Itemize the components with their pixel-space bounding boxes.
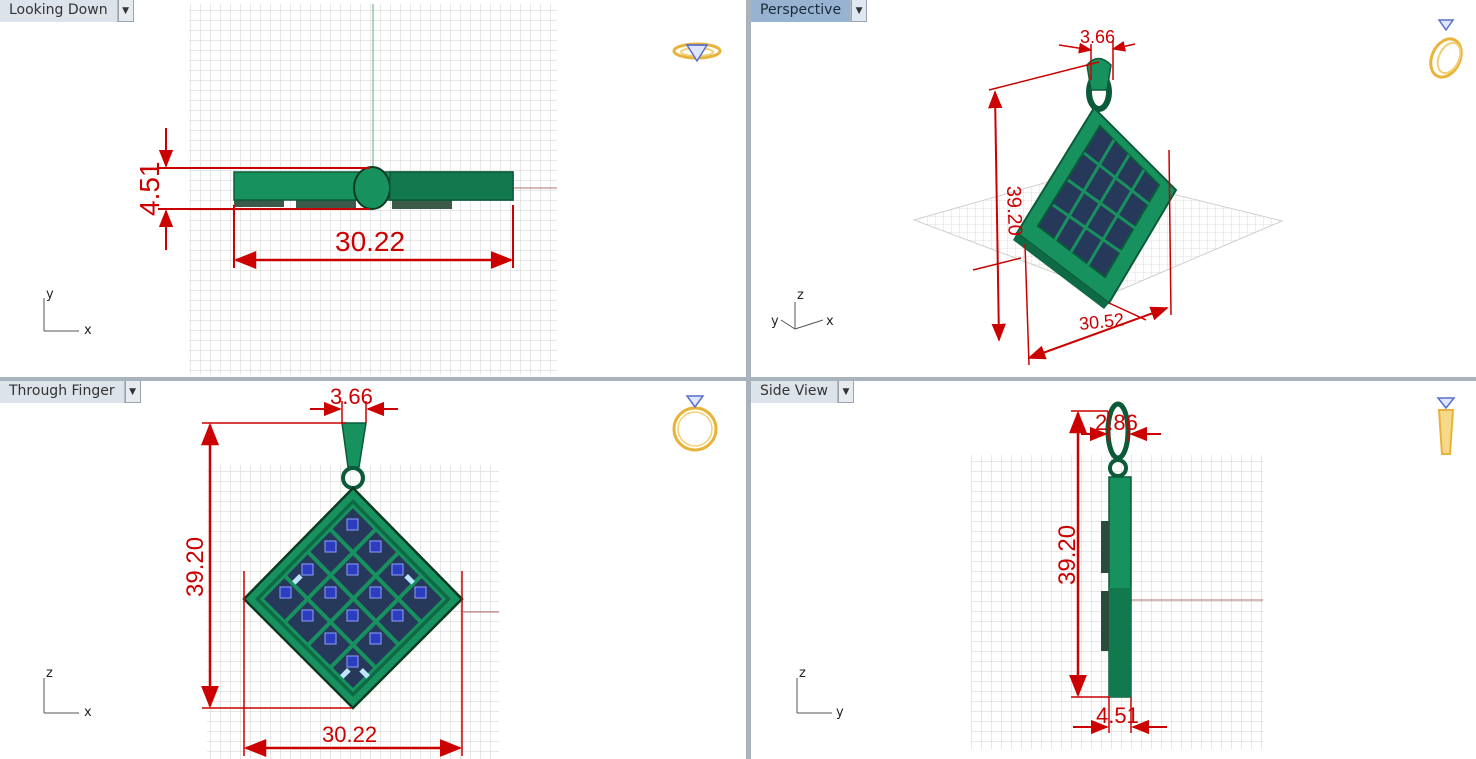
axis-label-horizontal: y — [836, 705, 844, 720]
dimension-width: 30.22 — [233, 205, 514, 269]
ring-perspective-icon[interactable] — [1425, 19, 1467, 82]
axis-indicator: z x y — [771, 288, 834, 330]
dimension-bail: 3.66 — [310, 384, 398, 423]
ring-side-view-icon[interactable] — [1436, 397, 1456, 455]
chevron-down-icon[interactable]: ▼ — [837, 381, 854, 403]
dimension-height: 39.20 — [1054, 410, 1109, 698]
viewport-tab-perspective[interactable]: Perspective ▼ — [751, 0, 868, 22]
viewport-title[interactable]: Looking Down — [0, 0, 118, 22]
viewport-scene: 2.86 39.20 4.51 z y — [796, 397, 1456, 749]
viewport-scene: 3.66 39.20 30.22 z x — [43, 384, 718, 759]
dimension-height: 4.51 — [134, 128, 370, 250]
viewport-title[interactable]: Perspective — [751, 0, 852, 22]
dimension-bail: 3.66 — [1058, 27, 1136, 80]
viewport-tab-looking-down[interactable]: Looking Down ▼ — [0, 0, 134, 22]
axis-label-vertical: y — [46, 287, 54, 302]
dimension-height: 39.20 — [972, 61, 1100, 342]
axis-label-x: x — [826, 314, 834, 329]
viewport-title[interactable]: Through Finger — [0, 381, 125, 403]
pendant-model — [242, 486, 464, 710]
dimension-label-width: 30.22 — [335, 226, 405, 257]
chevron-down-icon[interactable]: ▼ — [124, 381, 141, 403]
axis-label-y: y — [771, 314, 779, 329]
dimension-depth: 4.51 — [1073, 697, 1167, 735]
axis-indicator: y x — [43, 287, 92, 338]
dimension-label-depth: 4.51 — [1096, 703, 1139, 728]
viewport-looking-down[interactable]: Looking Down ▼ 4.51 30.22 — [0, 0, 746, 377]
viewport-title[interactable]: Side View — [751, 381, 838, 403]
dimension-label-bail: 3.66 — [330, 384, 373, 409]
axis-label-z: z — [797, 288, 804, 303]
viewport-scene: 4.51 30.22 y x — [43, 4, 722, 374]
dimension-label-bail: 3.66 — [1080, 27, 1115, 47]
viewport-tab-through-finger[interactable]: Through Finger ▼ — [0, 381, 141, 403]
pendant-model — [233, 166, 514, 210]
pendant-model — [1101, 476, 1132, 698]
axis-indicator: z x — [43, 666, 92, 720]
dimension-label-height: 4.51 — [134, 162, 165, 217]
pendant-model — [1013, 106, 1178, 309]
chevron-down-icon[interactable]: ▼ — [117, 0, 134, 22]
ring-top-view-icon[interactable] — [672, 42, 722, 63]
dimension-width: 30.22 — [243, 571, 463, 757]
viewport-side-view[interactable]: Side View ▼ 2.86 39.20 — [751, 381, 1476, 759]
dimension-label-height: 39.20 — [1054, 525, 1081, 585]
axis-label-horizontal: x — [84, 323, 92, 338]
axis-indicator: z y — [796, 666, 844, 720]
axis-label-vertical: z — [799, 666, 806, 681]
dimension-label-width: 30.22 — [322, 722, 377, 747]
viewport-tab-side-view[interactable]: Side View ▼ — [751, 381, 854, 403]
dimension-label-width: 30.52 — [1078, 309, 1125, 334]
dimension-height: 39.20 — [182, 422, 352, 709]
dimension-label-bail: 2.86 — [1095, 410, 1138, 435]
dimension-label-height: 39.20 — [182, 537, 209, 597]
dimension-bail: 2.86 — [1071, 410, 1161, 442]
viewport-through-finger[interactable]: Through Finger ▼ — [0, 381, 746, 759]
ring-front-view-icon[interactable] — [672, 395, 718, 452]
axis-label-vertical: z — [46, 666, 53, 681]
viewport-scene: 3.66 39.20 30.52 z x y — [771, 19, 1467, 366]
chevron-down-icon[interactable]: ▼ — [851, 0, 868, 22]
axis-label-horizontal: x — [84, 705, 92, 720]
dimension-width: 30.52 — [1024, 149, 1172, 366]
dimension-label-height: 39.20 — [1002, 185, 1026, 236]
viewport-perspective[interactable]: Perspective ▼ — [751, 0, 1476, 377]
